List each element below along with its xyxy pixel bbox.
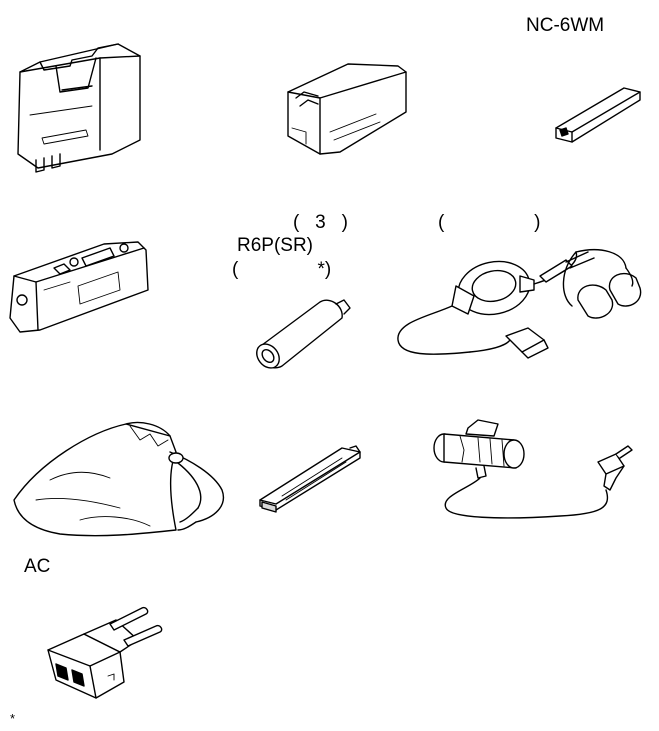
aa-battery-icon [256, 299, 351, 369]
remote-earphones-icon [397, 249, 642, 359]
battery-case-icon [287, 63, 407, 155]
label-earphone-paren: ( ) [438, 212, 541, 233]
battery-pack-icon [9, 241, 149, 333]
footnote-mark: * [10, 711, 16, 726]
rechargeable-battery-icon [555, 87, 641, 143]
carrying-pouch-icon [13, 421, 225, 537]
label-battery-model: R6P(SR) [237, 235, 314, 256]
battery-charger-icon [17, 43, 141, 173]
plug-adaptor-icon [47, 606, 163, 699]
label-battery-note: ( *) [232, 259, 332, 280]
label-nc6wm: NC-6WM [526, 15, 605, 36]
label-quantity: ( 3 ) [293, 212, 348, 233]
clip-microphone-icon [433, 419, 633, 519]
label-ac: AC [24, 556, 51, 577]
battery-holder-icon [259, 445, 361, 513]
